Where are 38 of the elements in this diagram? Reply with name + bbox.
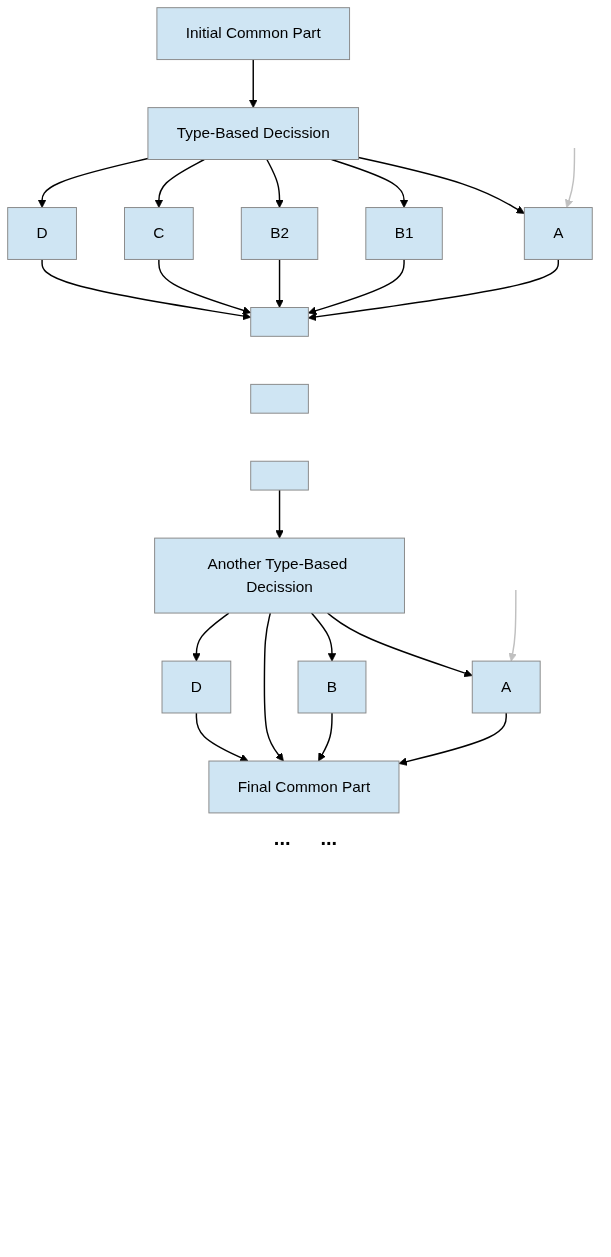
node-bar bbox=[250, 383, 309, 414]
arrow bbox=[508, 589, 517, 662]
arrow bbox=[154, 158, 205, 208]
node-box: D bbox=[7, 207, 77, 260]
node-box: Initial Common Part bbox=[156, 7, 351, 61]
node-box: Type-Based Decission bbox=[147, 107, 360, 160]
arrow bbox=[263, 612, 284, 762]
arrow bbox=[565, 147, 576, 208]
arrow bbox=[37, 157, 149, 208]
node-box: D bbox=[161, 660, 232, 714]
node-box: B1 bbox=[365, 207, 443, 260]
node-box: C bbox=[124, 207, 194, 260]
arrow bbox=[192, 612, 230, 662]
arrow bbox=[195, 712, 249, 762]
node-box: Another Type-Based Decission bbox=[154, 537, 405, 614]
node-box: B bbox=[297, 660, 367, 714]
arrow bbox=[249, 58, 258, 108]
arrow bbox=[275, 489, 284, 539]
node-box: Final Common Part bbox=[208, 760, 400, 814]
node-box: B2 bbox=[240, 207, 319, 260]
arrow bbox=[310, 612, 337, 662]
arrow bbox=[398, 712, 507, 766]
arrow bbox=[308, 258, 559, 322]
arrow bbox=[266, 158, 284, 208]
node-box: A bbox=[471, 660, 541, 714]
arrow bbox=[357, 156, 525, 214]
node-bar bbox=[250, 307, 309, 337]
node-box: A bbox=[523, 207, 593, 260]
arrow bbox=[158, 258, 252, 315]
ellipsis-note: ... bbox=[320, 826, 338, 850]
node-bar bbox=[250, 460, 309, 491]
arrow bbox=[275, 258, 284, 308]
arrow bbox=[318, 712, 333, 762]
arrow bbox=[308, 258, 405, 315]
arrow bbox=[41, 258, 252, 321]
arrow bbox=[326, 612, 473, 678]
ellipsis-note: ... bbox=[273, 826, 291, 850]
arrow bbox=[330, 158, 409, 208]
